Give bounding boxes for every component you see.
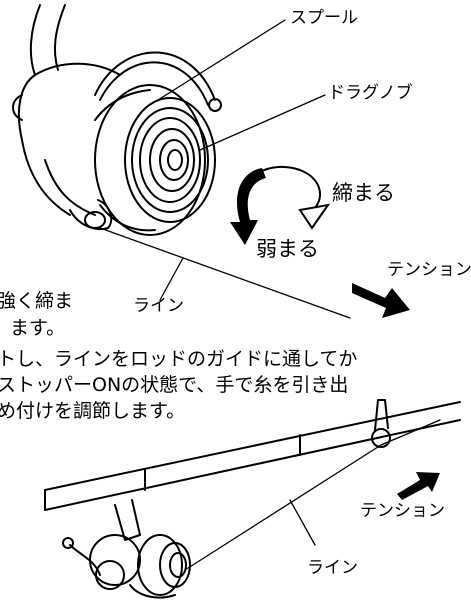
paragraph-line-2: ストッパーONの状態で、手で糸を引き出 [0,374,349,396]
tension-label-top: テンション [387,260,471,280]
tension-arrow-top [352,283,410,318]
tension-label-bottom: テンション [360,501,445,521]
paragraph-line-1: トし、ラインをロッドのガイドに通してか [0,348,358,370]
tension-arrow-bottom [397,472,440,500]
loosen-arrow [230,168,266,245]
line-label-top: ライン [133,296,184,316]
loosen-label: 弱まる [256,237,319,261]
drag-knob-label: ドラグノブ [328,83,413,103]
spool-label: スプール [290,8,358,28]
tighten-label: 締まる [332,181,395,205]
reel-top-illustration [12,4,410,319]
text-fragment-2: ます。 [10,317,66,339]
line-label-bottom: ライン [307,558,358,578]
tighten-arrowhead [298,203,331,230]
paragraph-line-3: め付けを調節します。 [0,400,186,422]
text-fragment-1: 強く締ま [0,290,74,312]
